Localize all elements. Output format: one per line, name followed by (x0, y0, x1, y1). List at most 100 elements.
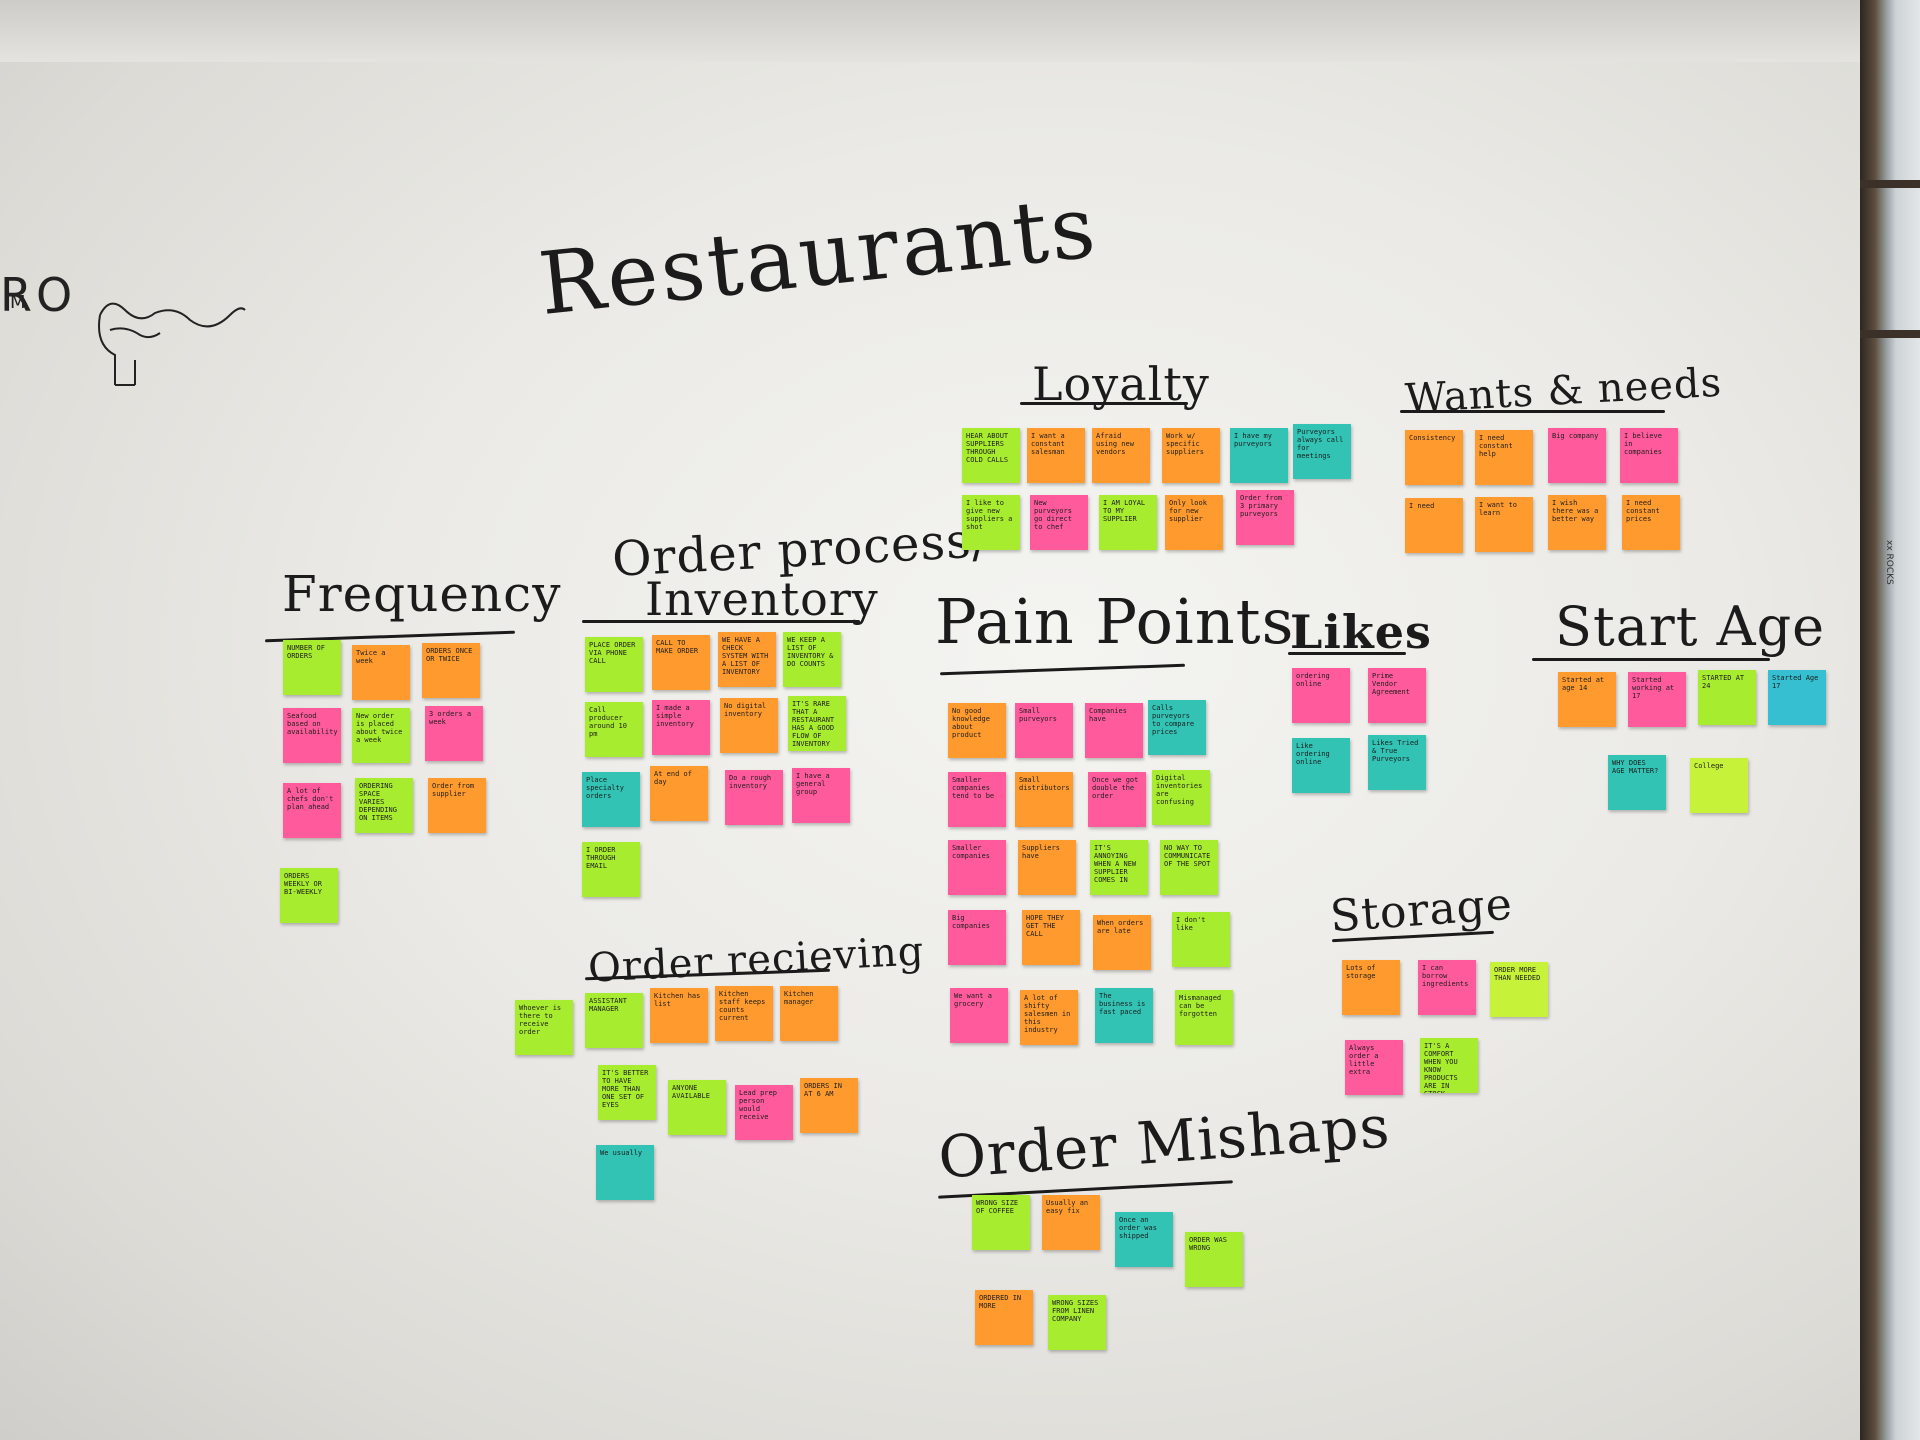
sticky-note: I have a general group (792, 768, 850, 823)
sticky-note: A lot of shifty salesmen in this industr… (1020, 990, 1078, 1045)
sticky-note: ORDER WAS WRONG (1185, 1232, 1243, 1287)
sticky-note: Whoever is there to receive order (515, 1000, 573, 1055)
sticky-note: NO WAY TO COMMUNICATE OF THE SPOT (1160, 840, 1218, 895)
dragon-doodle-icon (98, 302, 246, 386)
sticky-note: Small purveyors (1015, 703, 1073, 758)
sticky-note: WE HAVE A CHECK SYSTEM WITH A LIST OF IN… (718, 632, 776, 687)
sticky-note: ASSISTANT MANAGER (585, 993, 643, 1048)
sticky-note: CALL TO MAKE ORDER (652, 635, 710, 690)
sticky-note: I need constant prices (1622, 495, 1680, 550)
sticky-note: Afraid using new vendors (1092, 428, 1150, 483)
sticky-note: Suppliers have (1018, 840, 1076, 895)
sticky-note: We want a grocery (950, 988, 1008, 1043)
sticky-note: Prime Vendor Agreement (1368, 668, 1426, 723)
sticky-note: IT'S RARE THAT A RESTAURANT HAS A GOOD F… (788, 696, 846, 751)
sticky-note: I wish there was a better way (1548, 495, 1606, 550)
sticky-note: Started at age 14 (1558, 672, 1616, 727)
logo-letter: M (10, 292, 26, 313)
sticky-note: WRONG SIZE OF COFFEE (972, 1195, 1030, 1250)
sticky-note: Order from 3 primary purveyors (1236, 490, 1294, 545)
sticky-note: WRONG SIZES FROM LINEN COMPANY (1048, 1295, 1106, 1350)
logo-fragment: RO (0, 268, 77, 322)
sticky-note: Once an order was shipped (1115, 1212, 1173, 1267)
sticky-note: ORDERS IN AT 6 AM (800, 1078, 858, 1133)
sticky-note: I like to give new suppliers a shot (962, 495, 1020, 550)
sticky-note: Twice a week (352, 645, 410, 700)
sticky-note: Usually an easy fix (1042, 1195, 1100, 1250)
sticky-note: ORDER MORE THAN NEEDED (1490, 962, 1548, 1017)
side-mark: xx ROCKS (1884, 540, 1894, 585)
sticky-note: When orders are late (1093, 915, 1151, 970)
sticky-note: I can borrow ingredients (1418, 960, 1476, 1015)
sticky-note: Only look for new supplier (1165, 495, 1223, 550)
sticky-note: I believe in companies (1620, 428, 1678, 483)
sticky-note: I made a simple inventory (652, 700, 710, 755)
heading-likes: Likes (1290, 605, 1432, 659)
sticky-note: I ORDER THROUGH EMAIL (582, 842, 640, 897)
sticky-note: I want a constant salesman (1027, 428, 1085, 483)
sticky-note: ORDERS ONCE OR TWICE (422, 643, 480, 698)
sticky-note: Do a rough inventory (725, 770, 783, 825)
sticky-note: Lead prep person would receive (735, 1085, 793, 1140)
sticky-note: NUMBER OF ORDERS (283, 640, 341, 695)
sticky-note: IT'S A COMFORT WHEN YOU KNOW PRODUCTS AR… (1420, 1038, 1478, 1093)
sticky-note: At end of day (650, 766, 708, 821)
sticky-note: Started working at 17 (1628, 672, 1686, 727)
sticky-note: Calls purveyors to compare prices (1148, 700, 1206, 755)
sticky-note: New purveyors go direct to chef (1030, 495, 1088, 550)
sticky-note: Big company (1548, 428, 1606, 483)
sticky-note: Small distributors (1015, 772, 1073, 827)
sticky-note: ordering online (1292, 668, 1350, 723)
sticky-note: IT'S BETTER TO HAVE MORE THAN ONE SET OF… (598, 1065, 656, 1120)
sticky-note: New order is placed about twice a week (352, 708, 410, 763)
sticky-note: WHY DOES AGE MATTER? (1608, 755, 1666, 810)
sticky-note: ANYONE AVAILABLE (668, 1080, 726, 1135)
sticky-note: Companies have (1085, 703, 1143, 758)
sticky-note: Consistency (1405, 430, 1463, 485)
sticky-note: HEAR ABOUT SUPPLIERS THROUGH COLD CALLS (962, 428, 1020, 483)
sticky-note: PLACE ORDER VIA PHONE CALL (585, 637, 643, 692)
sticky-note: 3 orders a week (425, 706, 483, 761)
sticky-note: No good knowledge about product (948, 703, 1006, 758)
sticky-note: No digital inventory (720, 698, 778, 753)
sticky-note: Big companies (948, 910, 1006, 965)
sticky-note: Seafood based on availability (283, 708, 341, 763)
sticky-note: Likes Tried & True Purveyors (1368, 735, 1426, 790)
sticky-note: Always order a little extra (1345, 1040, 1403, 1095)
sticky-note: Lots of storage (1342, 960, 1400, 1015)
sticky-note: The business is fast paced (1095, 988, 1153, 1043)
sticky-note: Kitchen staff keeps counts current (715, 986, 773, 1041)
sticky-note: ORDERED IN MORE (975, 1290, 1033, 1345)
sticky-note: Order from supplier (428, 778, 486, 833)
sticky-note: WE KEEP A LIST OF INVENTORY & DO COUNTS (783, 632, 841, 687)
sticky-note: Place specialty orders (582, 772, 640, 827)
sticky-note: College (1690, 758, 1748, 813)
heading-start-age: Start Age (1555, 595, 1826, 658)
sticky-note: Digital inventories are confusing (1152, 770, 1210, 825)
sticky-note: Once we got double the order (1088, 772, 1146, 827)
sticky-note: Call producer around 10 pm (585, 702, 643, 757)
sticky-note: Smaller companies tend to be (948, 772, 1006, 827)
sticky-note: Smaller companies (948, 840, 1006, 895)
sticky-note: We usually (596, 1145, 654, 1200)
sticky-note: HOPE THEY GET THE CALL (1022, 910, 1080, 965)
heading-frequency: Frequency (282, 565, 562, 623)
sticky-note: Work w/ specific suppliers (1162, 428, 1220, 483)
sticky-note: I AM LOYAL TO MY SUPPLIER (1099, 495, 1157, 550)
sticky-note: Started Age 17 (1768, 670, 1826, 725)
sticky-note: ORDERING SPACE VARIES DEPENDING ON ITEMS (355, 778, 413, 833)
sticky-note: STARTED AT 24 (1698, 670, 1756, 725)
sticky-note: Kitchen has list (650, 988, 708, 1043)
sticky-note: I have my purveyors (1230, 428, 1288, 483)
sticky-note: I want to learn (1475, 497, 1533, 552)
heading-inventory: Inventory (645, 572, 879, 626)
sticky-note: I need constant help (1475, 430, 1533, 485)
sticky-note: A lot of chefs don't plan ahead (283, 783, 341, 838)
heading-pain-points: Pain Points (935, 585, 1295, 658)
sticky-note: IT'S ANNOYING WHEN A NEW SUPPLIER COMES … (1090, 840, 1148, 895)
sticky-note: Purveyors always call for meetings (1293, 424, 1351, 479)
sticky-note: I need (1405, 498, 1463, 553)
sticky-note: Mismanaged can be forgotten (1175, 990, 1233, 1045)
sticky-note: Kitchen manager (780, 986, 838, 1041)
sticky-note: I don't like (1172, 912, 1230, 967)
